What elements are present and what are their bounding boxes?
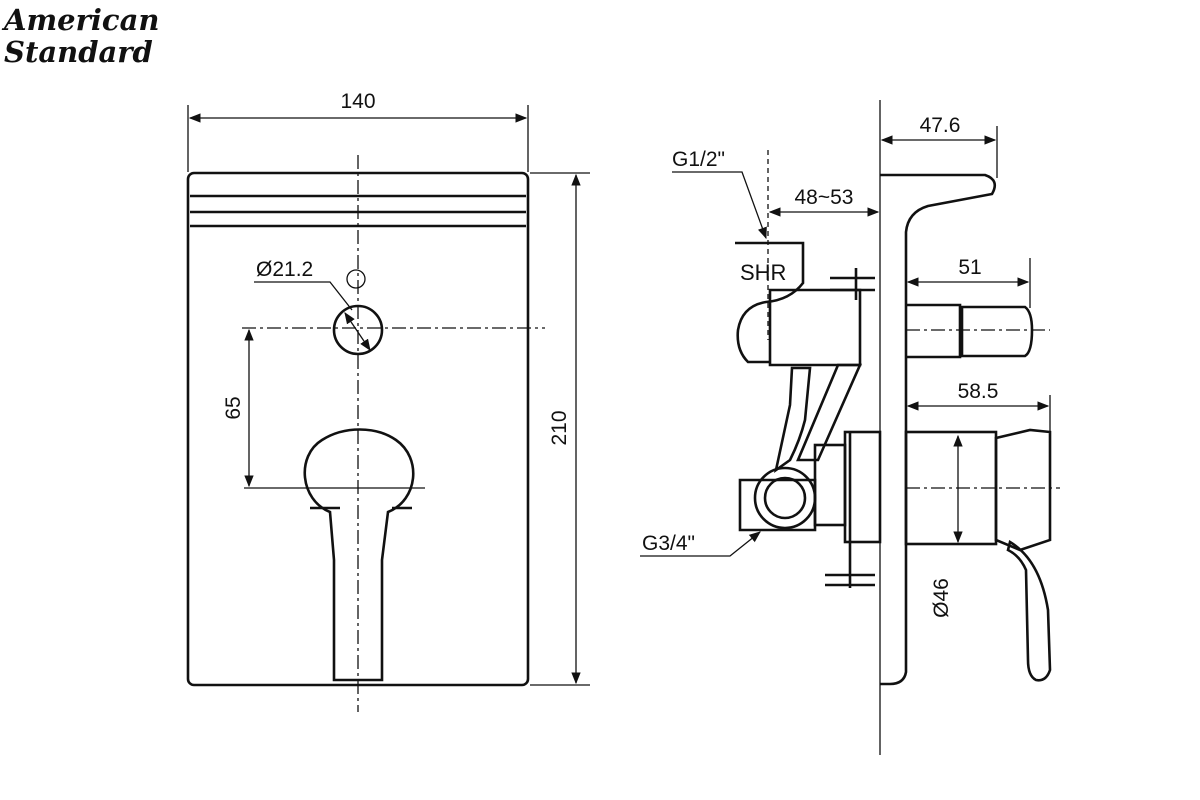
thread-top-label: G1/2" bbox=[672, 148, 725, 171]
outlet-label: SHR bbox=[740, 260, 786, 285]
depth-plate-label: 47.6 bbox=[920, 114, 961, 137]
hole-dia-leader bbox=[254, 281, 353, 311]
plate-profile bbox=[880, 173, 997, 686]
diverter-stem bbox=[906, 303, 962, 359]
thread-top-leader bbox=[672, 171, 767, 240]
dim-offset-label: 65 bbox=[222, 396, 245, 419]
handle-cap bbox=[994, 428, 1052, 552]
handle-dia-label: Ø46 bbox=[930, 578, 953, 618]
diverter-hole bbox=[332, 304, 384, 356]
lower-inlet-body bbox=[738, 478, 817, 532]
depth-handle-label: 58.5 bbox=[958, 380, 999, 403]
inlet-inner-ring bbox=[763, 476, 807, 520]
small-hole bbox=[346, 269, 366, 289]
depth-spout-label: 51 bbox=[958, 256, 981, 279]
brand-logo: American Standard bbox=[1, 3, 159, 69]
hole-dia-label: Ø21.2 bbox=[256, 258, 313, 281]
hole-diameter-line bbox=[344, 312, 371, 351]
logo-line-2: Standard bbox=[4, 35, 153, 69]
logo-line-1: American bbox=[1, 3, 159, 37]
diagonal-pipe bbox=[796, 363, 862, 462]
handle-lever bbox=[1006, 539, 1052, 682]
side-view: SHR G1/2" G3/4" bbox=[640, 100, 1060, 755]
front-view: 140 210 65 Ø21.2 bbox=[186, 90, 590, 712]
shr-outlet-body bbox=[735, 241, 805, 364]
dim-height-label: 210 bbox=[548, 410, 571, 445]
cartridge-flange bbox=[843, 430, 882, 544]
pipe-left-connector bbox=[774, 366, 812, 474]
dim-width-label: 140 bbox=[340, 90, 375, 113]
depth-range-label: 48~53 bbox=[795, 186, 854, 209]
thread-bottom-label: G3/4" bbox=[642, 532, 695, 555]
upper-valve-body bbox=[768, 288, 862, 367]
mixer-handle bbox=[303, 428, 415, 682]
thread-bottom-leader bbox=[640, 531, 761, 557]
diverter-knob bbox=[960, 305, 1034, 358]
